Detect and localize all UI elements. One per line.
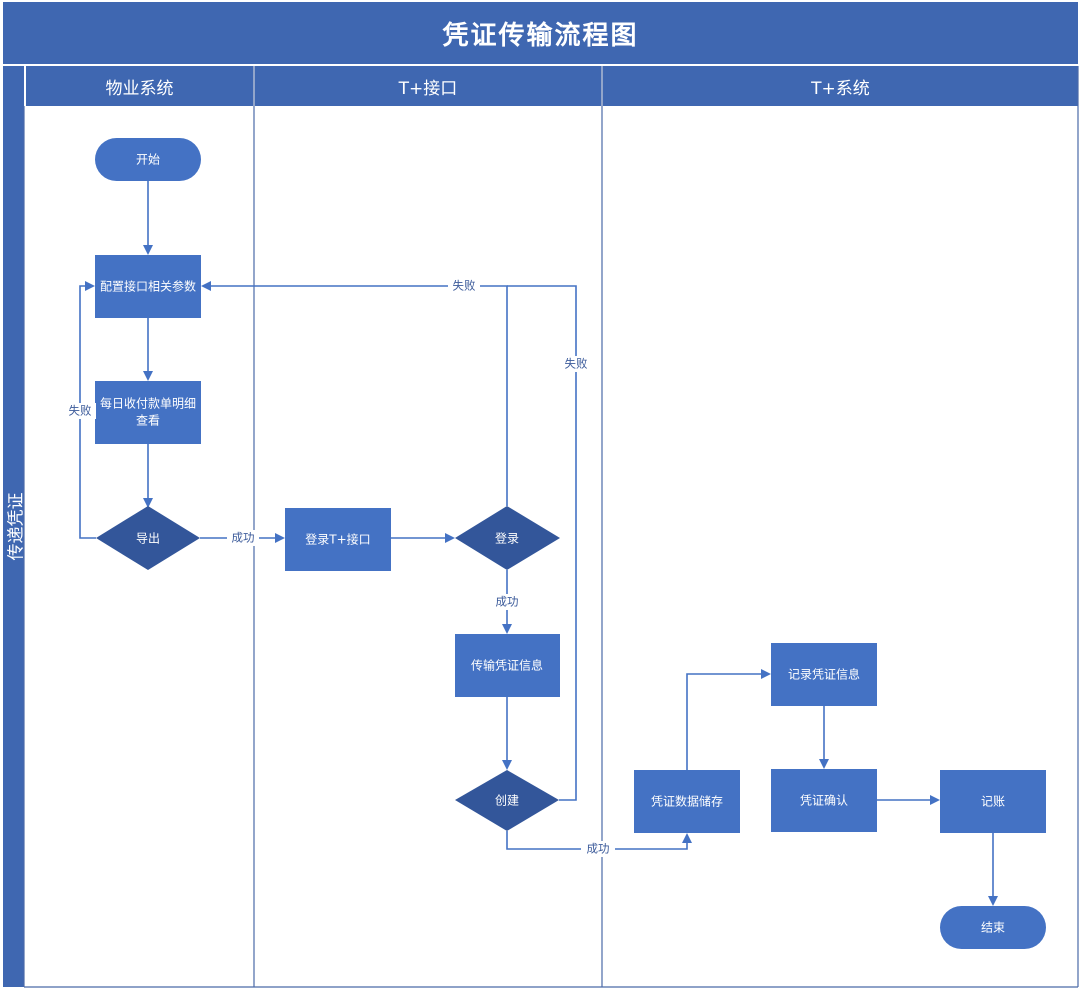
nodes: 开始 配置接口相关参数 每日收付款单明细 查看 导出 登录T+接口 登录 传输凭… [95, 138, 1046, 949]
edge-label-login-success: 成功 [496, 595, 519, 609]
side-band [3, 66, 24, 987]
export-decision [96, 506, 200, 570]
edge-create-fail [507, 285, 577, 801]
post-node-label: 记账 [981, 795, 1005, 809]
confirm-node [771, 769, 877, 832]
config-node [95, 255, 201, 318]
edge-label-create-fail: 失败 [565, 357, 588, 371]
end-node-label: 结束 [981, 921, 1005, 935]
edge-labels: 失败 成功 失败 成功 失败 成功 [64, 278, 615, 857]
export-decision-label: 导出 [136, 532, 160, 546]
create-decision [455, 770, 559, 831]
label-bg-login-fail [448, 278, 480, 294]
label-bg-export-fail [64, 403, 96, 419]
login-decision [455, 506, 560, 570]
edge-label-export-success: 成功 [232, 531, 255, 545]
label-bg-export-success [227, 530, 259, 546]
label-bg-create-success [581, 841, 615, 857]
lane-header-tplus: T+系统 [603, 66, 1078, 106]
transfer-node [455, 634, 560, 697]
end-node [940, 906, 1046, 949]
config-node-label: 配置接口相关参数 [100, 279, 196, 294]
diagram-title: 凭证传输流程图 [3, 2, 1078, 64]
view-node [95, 381, 201, 444]
start-node [95, 138, 201, 181]
login-decision-label: 登录 [495, 531, 519, 546]
edge-label-export-fail: 失败 [69, 404, 92, 418]
confirm-node-label: 凭证确认 [800, 793, 848, 808]
edge-label-create-success: 成功 [587, 842, 610, 856]
edge-store-record [686, 669, 771, 770]
record-node [771, 643, 877, 706]
store-node [634, 770, 740, 833]
edge-login-fail [201, 281, 508, 506]
store-node-label: 凭证数据储存 [651, 794, 723, 809]
view-node-label-1: 每日收付款单明细 [100, 396, 196, 411]
lane-borders [23, 66, 1079, 988]
login-iface-node-label: 登录T+接口 [305, 532, 370, 547]
lane-header-interface: T+接口 [255, 66, 601, 106]
transfer-node-label: 传输凭证信息 [471, 658, 543, 673]
label-bg-create-fail [560, 356, 592, 372]
post-node [940, 770, 1046, 833]
create-decision-label: 创建 [495, 794, 519, 808]
record-node-label: 记录凭证信息 [788, 667, 860, 682]
login-iface-node [285, 508, 391, 571]
edge-label-login-fail: 失败 [453, 279, 476, 293]
start-node-label: 开始 [136, 153, 160, 167]
lane-header-property: 物业系统 [26, 66, 253, 106]
label-bg-login-success [491, 594, 523, 610]
view-node-label-2: 查看 [136, 414, 160, 428]
